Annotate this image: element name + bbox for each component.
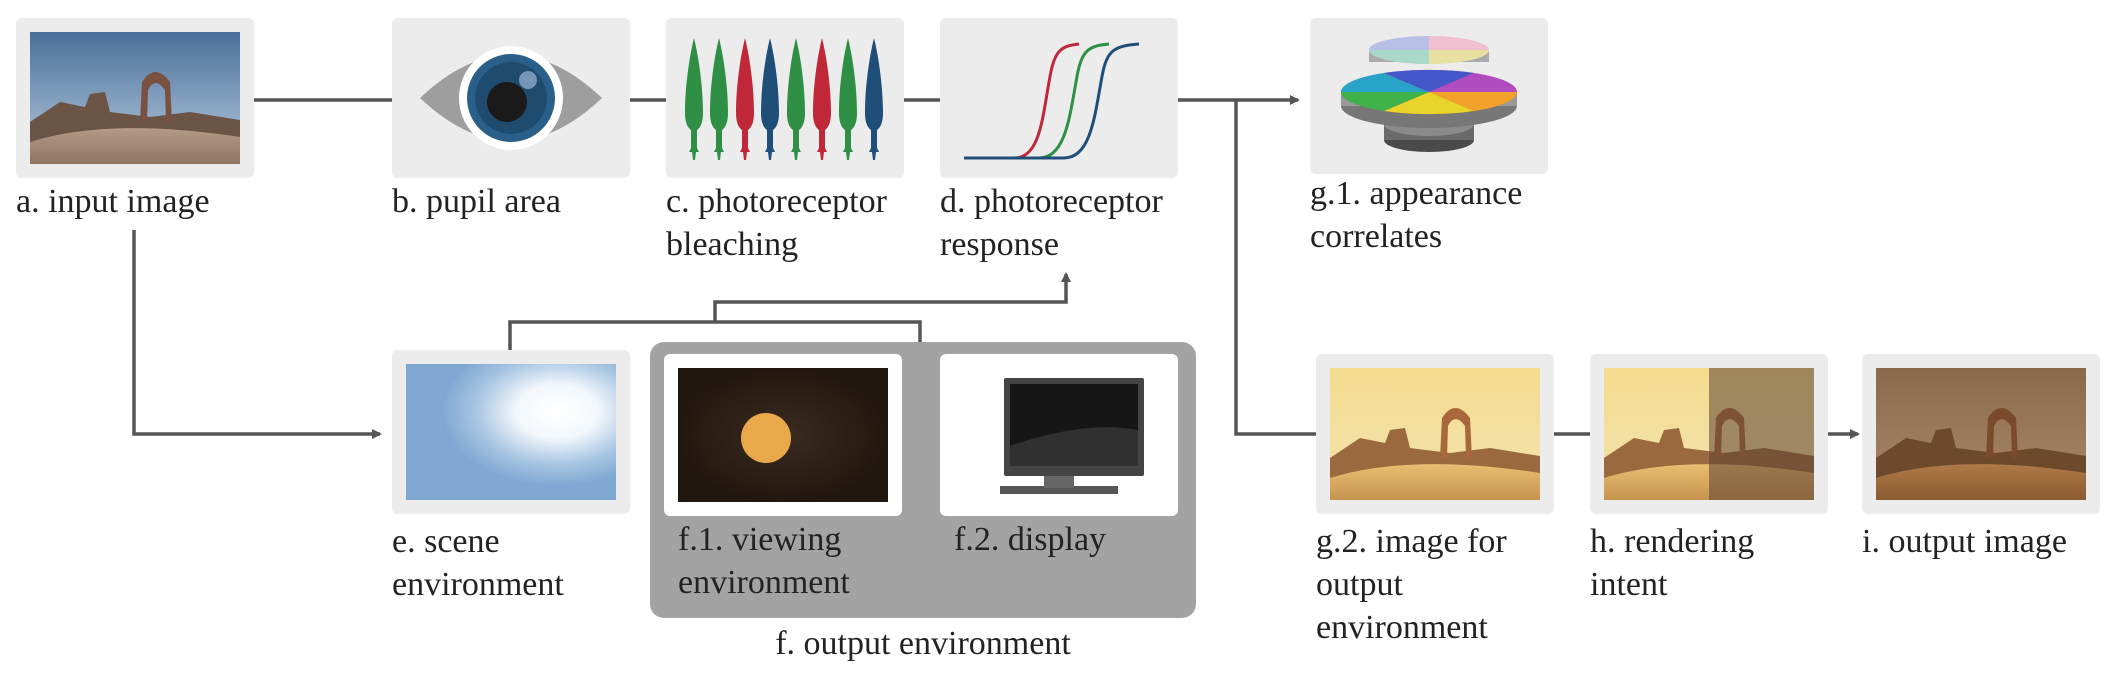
pupil-area-panel [392, 18, 630, 178]
photoreceptor-response-panel [940, 18, 1178, 178]
rendering-intent-panel [1590, 354, 1828, 514]
rendering-intent-image [1604, 368, 1814, 500]
label-output-image: i. output image [1862, 523, 2067, 560]
display-panel [940, 354, 1178, 516]
output-image-panel [1862, 354, 2100, 514]
output-environment-group: f.1. viewing environment f.2. display [650, 342, 1196, 618]
viewing-environment-panel [664, 354, 902, 516]
image-for-output-environment-panel [1316, 354, 1554, 514]
label-input-image: a. input image [16, 183, 210, 220]
label-photoreceptor-response: d. photoreceptor response [940, 183, 1163, 263]
label-photoreceptor-bleaching: c. photoreceptor bleaching [666, 183, 887, 263]
label-scene-environment: e. scene environment [392, 523, 564, 603]
monitor-icon [1000, 378, 1144, 494]
viewing-light-image [678, 368, 888, 502]
scene-environment-panel [392, 350, 630, 514]
label-appearance-correlates: g.1. appearance correlates [1310, 175, 1523, 255]
input-image [30, 32, 240, 164]
response-curves-icon [964, 42, 1140, 160]
label-viewing-environment: f.1. viewing environment [678, 521, 850, 601]
input-image-panel [16, 18, 254, 178]
label-pupil-area: b. pupil area [392, 183, 561, 220]
color-wheel-icon [1340, 36, 1518, 152]
label-image-for-output-environment: g.2. image for output environment [1316, 523, 1507, 646]
cone-cells-icon [685, 38, 883, 160]
appearance-correlates-panel [1310, 18, 1548, 174]
label-display: f.2. display [954, 521, 1107, 558]
output-image [1876, 368, 2086, 500]
label-output-environment: f. output environment [775, 625, 1071, 662]
adapted-image [1330, 368, 1540, 500]
label-rendering-intent: h. rendering intent [1590, 523, 1755, 603]
photoreceptor-bleaching-panel [666, 18, 904, 178]
scene-illumination-image [406, 364, 616, 500]
eye-icon [420, 46, 602, 150]
